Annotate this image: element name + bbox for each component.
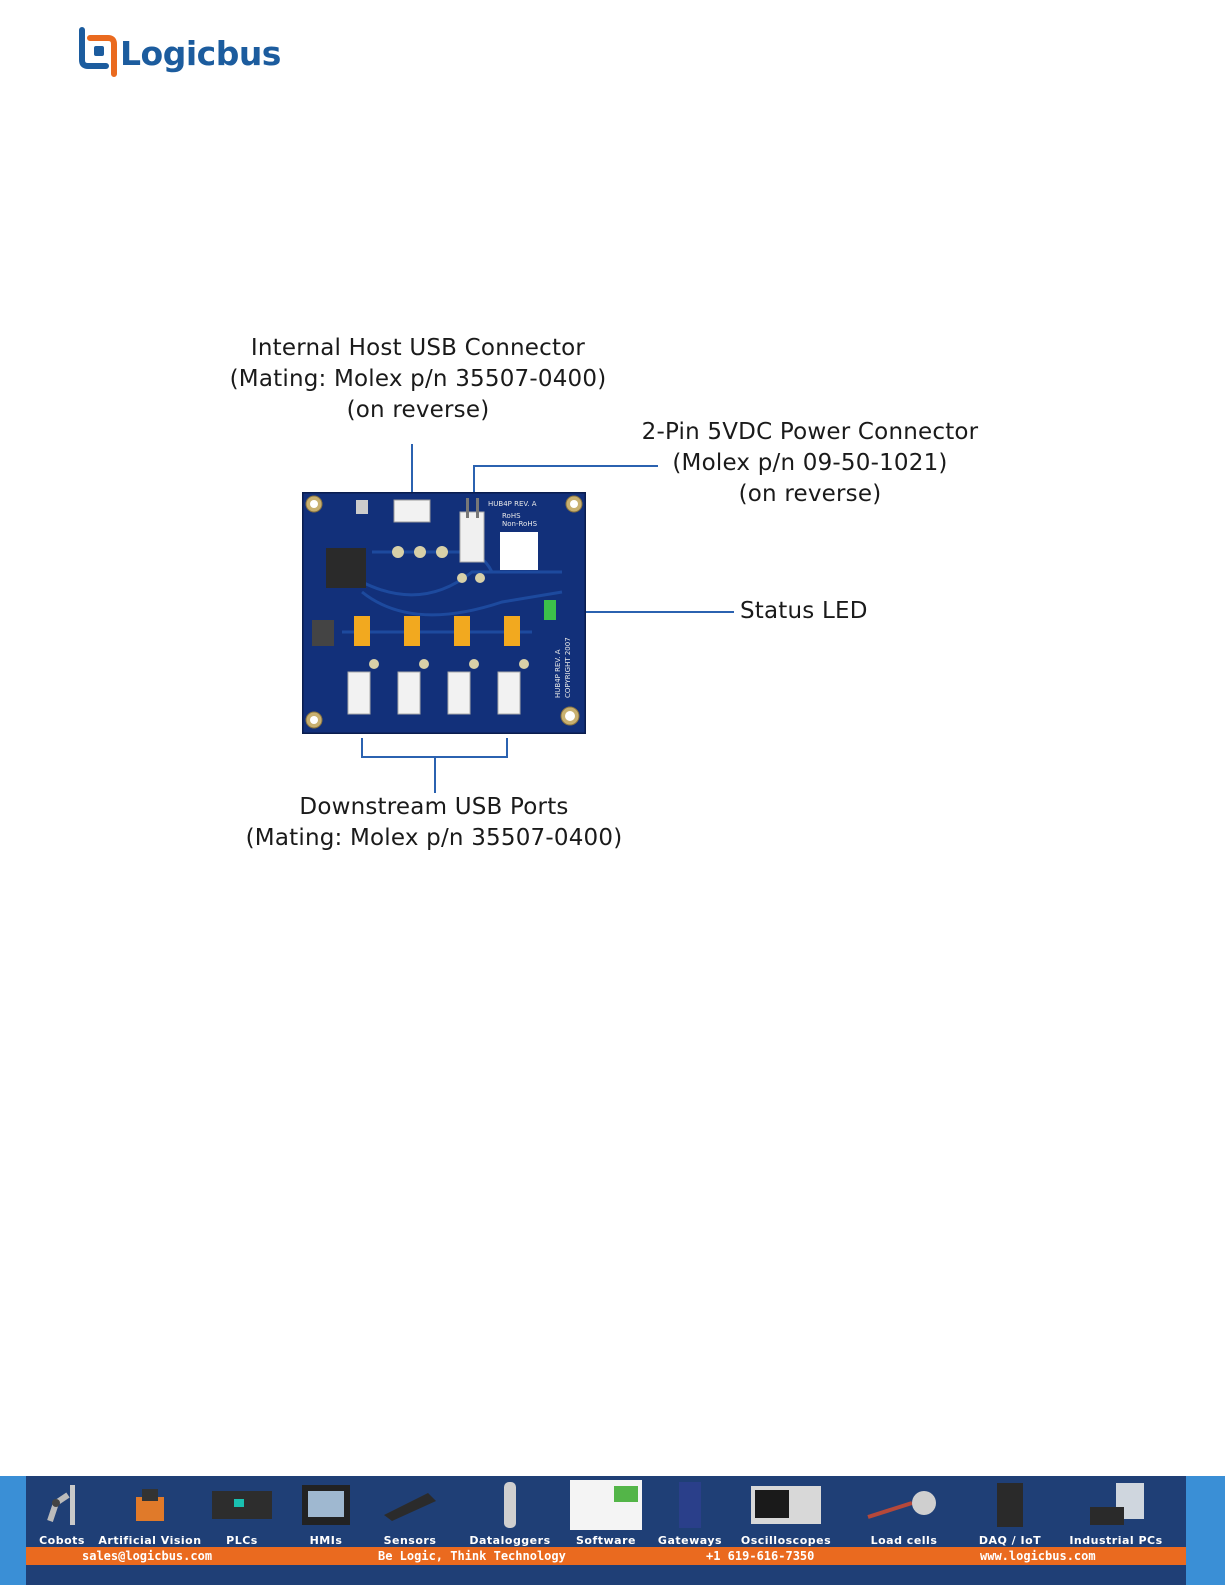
- footer-category[interactable]: Load cells: [834, 1476, 974, 1547]
- callout-power-line-1: 2-Pin 5VDC Power Connector: [641, 419, 979, 445]
- footer-email-link[interactable]: sales@logicbus.com: [82, 1549, 213, 1563]
- industrial-pc-icon: [1090, 1483, 1144, 1525]
- footer-category[interactable]: HMIs: [282, 1476, 370, 1547]
- plc-icon: [212, 1491, 272, 1519]
- software-icon: [570, 1480, 642, 1530]
- sensor-icon: [384, 1493, 436, 1521]
- footer-categories: Cobots Artificial Vision PLCs HMIs Senso…: [26, 1476, 1186, 1585]
- leader-downstream-bracket: [361, 738, 508, 758]
- callout-downstream: Downstream USB Ports (Mating: Molex p/n …: [224, 792, 644, 854]
- footer-phone[interactable]: +1 619-616-7350: [706, 1549, 815, 1563]
- cobot-icon: [47, 1485, 75, 1525]
- silkscreen-label: Non-RoHS: [502, 520, 538, 528]
- silkscreen-label: COPYRIGHT 2007: [564, 637, 572, 698]
- gateway-icon: [679, 1482, 701, 1528]
- footer-category[interactable]: Cobots: [26, 1476, 98, 1547]
- camera-icon: [136, 1489, 164, 1521]
- footer-category-label: Artificial Vision: [98, 1534, 202, 1547]
- footer-category[interactable]: Gateways: [642, 1476, 738, 1547]
- silkscreen-label: HUB4P REV. A: [554, 649, 562, 698]
- logo: Logicbus: [76, 24, 281, 80]
- footer-category-label: Gateways: [657, 1534, 723, 1547]
- brand-name: Logicbus: [120, 33, 281, 73]
- footer-category[interactable]: Industrial PCs: [1046, 1476, 1186, 1547]
- footer-category[interactable]: Artificial Vision: [98, 1476, 202, 1547]
- footer-category[interactable]: PLCs: [202, 1476, 282, 1547]
- footer-slogan: Be Logic, Think Technology: [378, 1549, 566, 1563]
- callout-power-line-3: (on reverse): [738, 481, 882, 507]
- oscilloscope-icon: [751, 1486, 821, 1524]
- callout-downstream-line-2: (Mating: Molex p/n 35507-0400): [245, 825, 623, 851]
- footer-category-label: Oscilloscopes: [740, 1534, 832, 1547]
- callout-downstream-line-1: Downstream USB Ports: [299, 794, 569, 820]
- footer-category-label: Load cells: [870, 1534, 938, 1547]
- footer-website-link[interactable]: www.logicbus.com: [980, 1549, 1096, 1563]
- callout-power-line-2: (Molex p/n 09-50-1021): [672, 450, 948, 476]
- daq-icon: [997, 1483, 1023, 1527]
- footer-category-label: HMIs: [309, 1534, 343, 1547]
- footer-category-label: PLCs: [226, 1534, 258, 1547]
- callout-status-led: Status LED: [740, 596, 880, 627]
- footer-category[interactable]: Oscilloscopes: [738, 1476, 834, 1547]
- footer-category[interactable]: DAQ / IoT: [974, 1476, 1046, 1547]
- footer-contact-bar: sales@logicbus.com Be Logic, Think Techn…: [26, 1547, 1186, 1565]
- usb-hub-board-image: HUB4P REV. A RoHS Non-RoHS HUB4P REV. A …: [302, 492, 586, 734]
- callout-host-usb: Internal Host USB Connector (Mating: Mol…: [208, 333, 628, 426]
- hmi-icon: [302, 1485, 350, 1525]
- footer-category-label: DAQ / IoT: [978, 1534, 1042, 1547]
- footer-category[interactable]: Dataloggers: [450, 1476, 570, 1547]
- callout-host-usb-line-3: (on reverse): [346, 397, 490, 423]
- footer-category[interactable]: Software: [570, 1476, 642, 1547]
- footer-category-label: Sensors: [383, 1534, 437, 1547]
- silkscreen-label: RoHS: [502, 512, 521, 520]
- datalogger-icon: [504, 1482, 516, 1528]
- logicbus-logo-icon: [79, 27, 117, 77]
- footer-banner: Cobots Artificial Vision PLCs HMIs Senso…: [0, 1476, 1225, 1585]
- footer-category[interactable]: Sensors: [370, 1476, 450, 1547]
- loadcell-icon: [867, 1491, 936, 1519]
- callout-host-usb-line-1: Internal Host USB Connector: [250, 335, 586, 361]
- silkscreen-label: HUB4P REV. A: [488, 500, 537, 508]
- callout-power: 2-Pin 5VDC Power Connector (Molex p/n 09…: [600, 417, 1020, 510]
- callout-host-usb-line-2: (Mating: Molex p/n 35507-0400): [229, 366, 607, 392]
- footer-category-label: Dataloggers: [469, 1534, 551, 1547]
- footer-category-label: Software: [576, 1534, 636, 1547]
- callout-status-led-line-1: Status LED: [740, 598, 868, 624]
- footer-category-label: Industrial PCs: [1069, 1534, 1163, 1547]
- footer-category-label: Cobots: [39, 1534, 85, 1547]
